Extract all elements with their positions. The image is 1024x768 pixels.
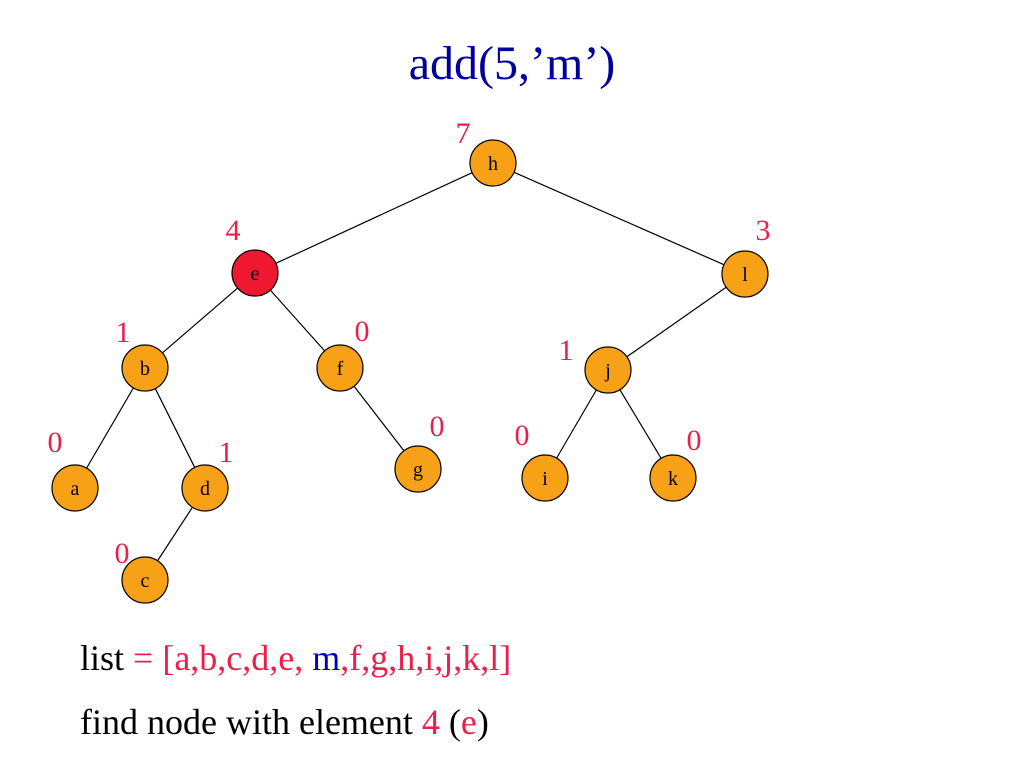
node-count-k: 0: [687, 424, 702, 457]
edge-e-f: [269, 289, 326, 352]
node-circle-j: [584, 346, 632, 394]
node-count-l: 3: [756, 214, 771, 247]
edge-b-a: [86, 387, 134, 469]
node-label-j: j: [604, 360, 611, 382]
find-value: 4: [421, 702, 440, 742]
find-caption: find node with element 4 (e): [80, 704, 489, 740]
edge-h-l: [513, 171, 725, 266]
edge-d-c: [157, 506, 193, 562]
node-circle-a: [51, 464, 99, 512]
node-circle-k: [649, 454, 697, 502]
equals-sign: =: [124, 638, 163, 678]
tree-node-g: g0: [394, 410, 445, 493]
node-label-l: l: [742, 264, 748, 286]
node-circle-i: [521, 454, 569, 502]
node-count-a: 0: [48, 426, 63, 459]
list-after-new: ,f,g,h,i,j,k,l]: [340, 638, 512, 678]
tree-node-l: l3: [721, 214, 771, 298]
list-caption: list = [a,b,c,d,e, m,f,g,h,i,j,k,l]: [80, 640, 511, 676]
node-label-g: g: [413, 459, 423, 481]
node-count-j: 1: [559, 334, 574, 367]
tree-node-f: f0: [316, 315, 370, 392]
edge-h-e: [275, 172, 473, 264]
node-label-b: b: [140, 358, 150, 380]
node-circle-h: [469, 139, 517, 187]
edge-f-g: [353, 385, 405, 452]
slide-title: add(5,’m’): [408, 37, 616, 90]
node-label-e: e: [251, 263, 260, 285]
node-label-c: c: [141, 570, 150, 592]
edge-e-b: [162, 287, 238, 354]
node-circle-c: [121, 556, 169, 604]
node-label-a: a: [71, 478, 80, 500]
node-circle-g: [394, 445, 442, 493]
node-circle-e: [231, 249, 279, 297]
edge-l-j: [626, 286, 727, 358]
edge-b-d: [154, 388, 196, 468]
list-word: list: [80, 638, 125, 678]
node-circle-b: [121, 344, 169, 392]
node-circle-f: [316, 344, 364, 392]
node-count-f: 0: [355, 315, 370, 348]
edge-j-k: [619, 389, 662, 459]
node-label-f: f: [337, 358, 344, 380]
tree-node-e: e4: [226, 214, 279, 297]
tree-node-d: d1: [181, 436, 234, 512]
node-count-c: 0: [115, 537, 130, 570]
node-label-k: k: [668, 468, 678, 490]
node-circle-d: [181, 464, 229, 512]
list-before-new: [a,b,c,d,e,: [162, 638, 313, 678]
tree-node-h: h7: [456, 117, 517, 187]
find-text: find node with element: [80, 702, 422, 742]
node-count-i: 0: [515, 419, 530, 452]
node-count-g: 0: [430, 410, 445, 443]
node-label-d: d: [200, 478, 210, 500]
node-count-e: 4: [226, 214, 241, 247]
node-circle-l: [721, 250, 769, 298]
tree-node-i: i0: [515, 419, 569, 502]
tree-node-b: b1: [116, 316, 169, 392]
tree-node-k: k0: [649, 424, 702, 502]
tree-node-a: a0: [48, 426, 99, 512]
node-label-h: h: [488, 153, 498, 175]
node-count-d: 1: [219, 436, 234, 469]
tree-node-j: j1: [559, 334, 632, 394]
edge-j-i: [556, 389, 597, 459]
find-open-paren: (: [439, 702, 461, 742]
new-element: m: [312, 638, 341, 678]
node-count-b: 1: [116, 316, 131, 349]
node-label-i: i: [542, 468, 548, 490]
tree-node-c: c0: [115, 537, 169, 604]
find-close-paren: ): [476, 702, 489, 742]
node-count-h: 7: [456, 117, 471, 150]
find-element: e: [460, 702, 477, 742]
